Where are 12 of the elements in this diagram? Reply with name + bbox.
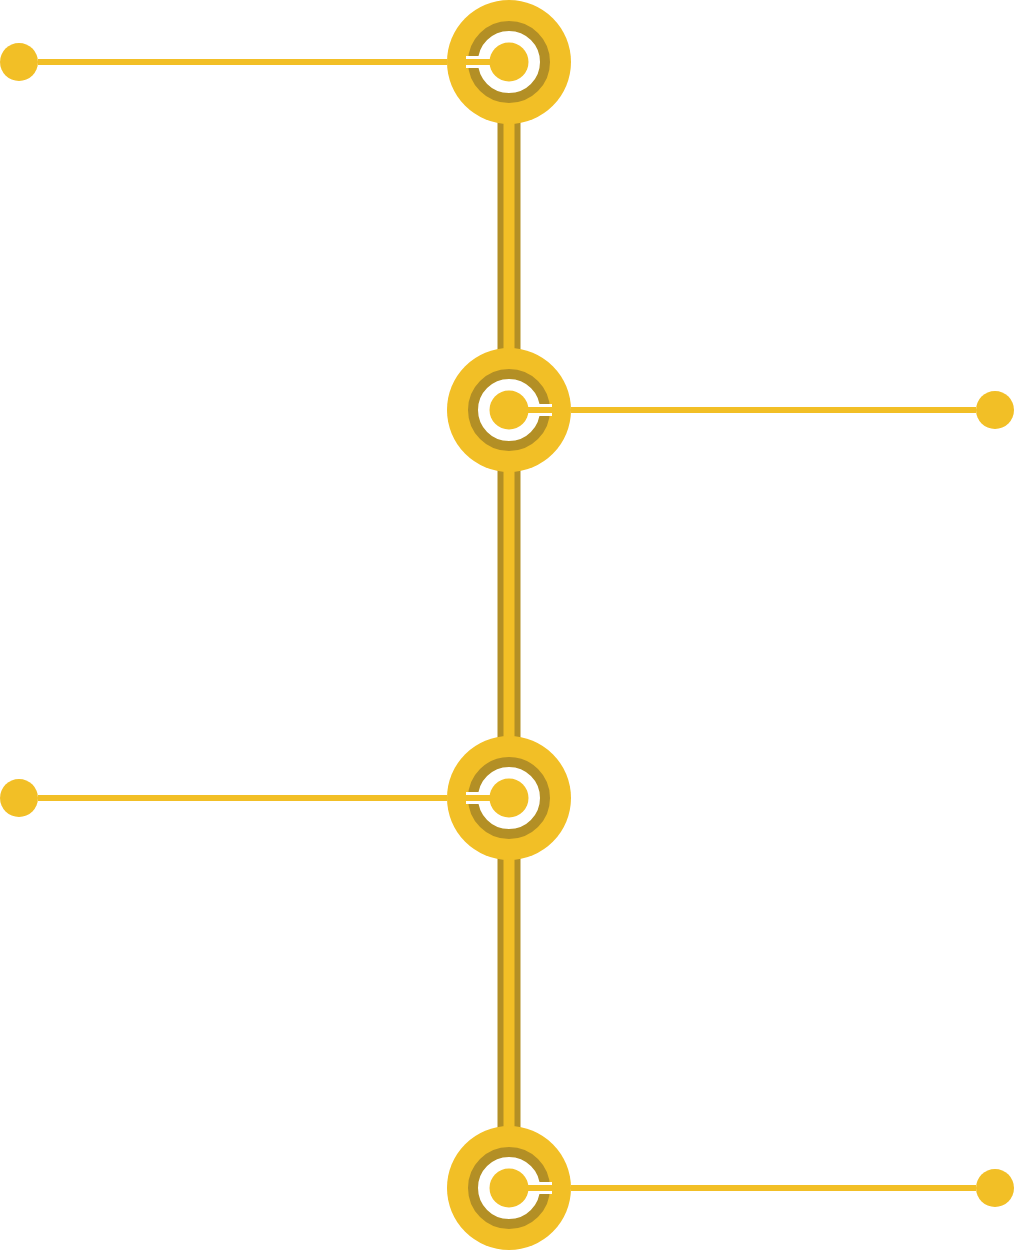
milestone-circle — [447, 348, 571, 472]
connector-line — [38, 795, 447, 801]
endpoint-dot — [0, 779, 38, 817]
connector-line — [38, 59, 447, 65]
milestone-circle — [447, 1126, 571, 1250]
connector-line — [571, 1185, 976, 1191]
connector-line — [571, 407, 976, 413]
endpoint-dot — [976, 1169, 1014, 1207]
endpoint-dot — [0, 43, 38, 81]
milestone-circle — [447, 736, 571, 860]
endpoint-dot — [976, 391, 1014, 429]
milestone-circle — [447, 0, 571, 124]
